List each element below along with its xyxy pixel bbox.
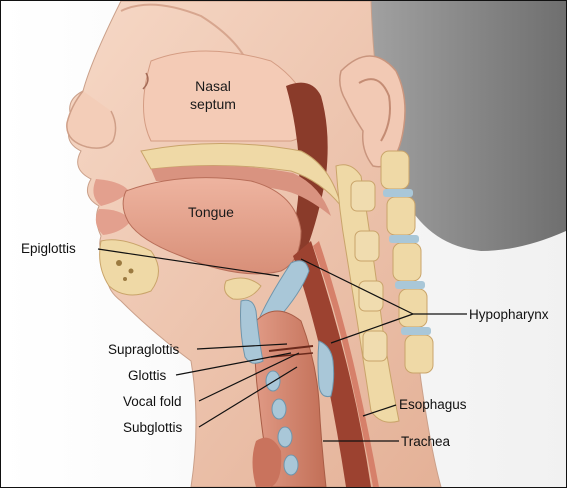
label-epiglottis: Epiglottis xyxy=(21,241,76,256)
label-subglottis: Subglottis xyxy=(123,420,183,435)
thyroid-gland xyxy=(253,438,282,487)
label-hypopharynx: Hypopharynx xyxy=(469,307,549,322)
label-glottis: Glottis xyxy=(128,368,167,383)
label-nasal-line1: Nasal xyxy=(195,78,231,94)
label-trachea: Trachea xyxy=(401,434,451,449)
label-vocal-fold: Vocal fold xyxy=(123,394,182,409)
label-tongue: Tongue xyxy=(188,204,234,220)
label-nasal-line2: septum xyxy=(190,96,236,112)
label-esophagus: Esophagus xyxy=(399,397,467,412)
label-supraglottis: Supraglottis xyxy=(108,342,180,357)
